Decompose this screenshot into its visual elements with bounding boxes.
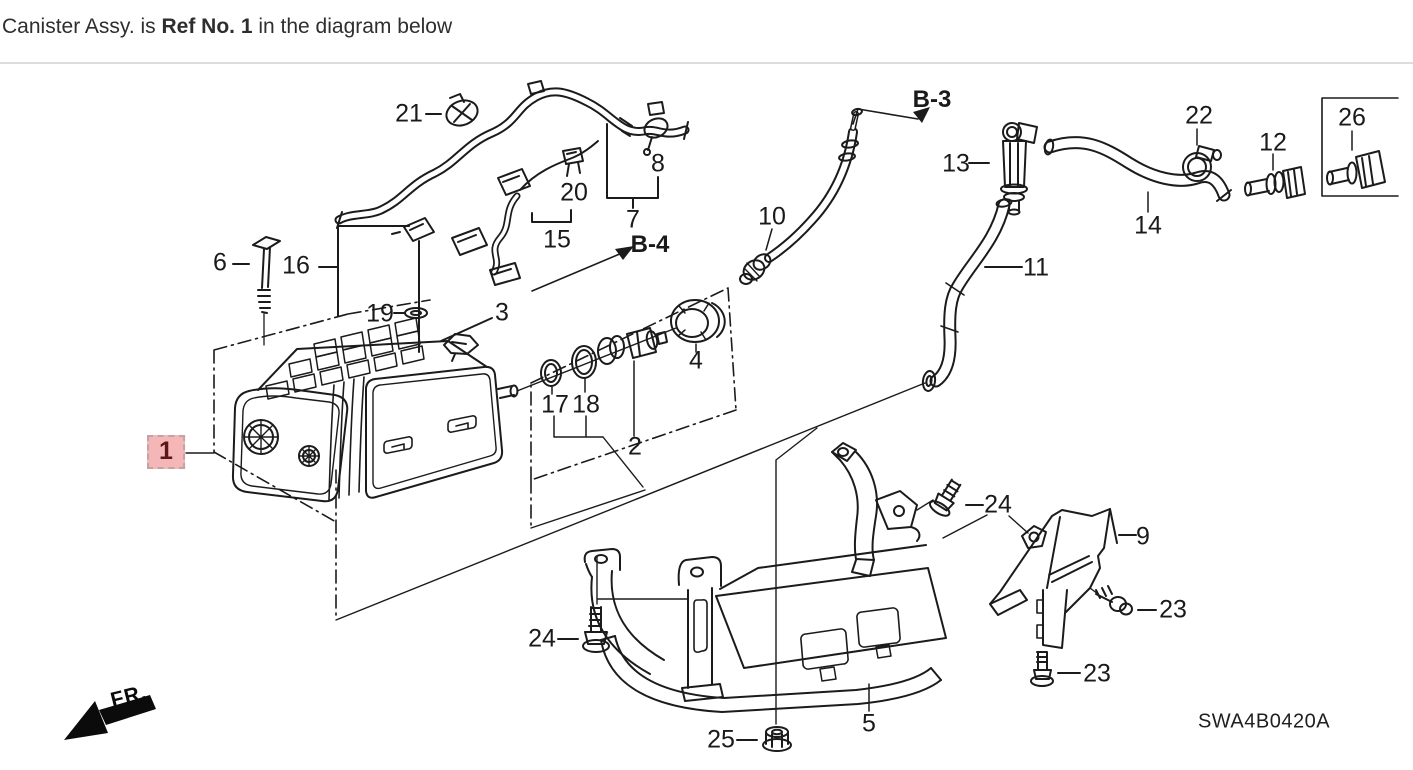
cover-9-drawing: [989, 508, 1137, 649]
part-label-15[interactable]: 15: [543, 225, 571, 254]
tube-11-drawing: [921, 198, 1023, 392]
clip-20-drawing: [562, 147, 584, 177]
part-label-9[interactable]: 9: [1136, 522, 1150, 551]
hose-14-drawing: [1043, 136, 1232, 213]
cap-4-drawing: [670, 299, 726, 353]
valve-2-drawing: [597, 327, 668, 437]
ref-label-b3[interactable]: B-3: [912, 86, 952, 113]
part-label-23-upper[interactable]: 23: [1159, 595, 1187, 624]
part-label-19[interactable]: 19: [366, 299, 394, 328]
part-label-21[interactable]: 21: [395, 99, 423, 128]
nut-25-drawing: [736, 726, 792, 752]
fr-direction-arrow: [64, 695, 156, 740]
clamp-22-drawing: [1182, 128, 1222, 182]
part-label-8[interactable]: 8: [651, 149, 665, 178]
hose-10-drawing: [739, 107, 863, 285]
clip-3-drawing: [440, 317, 493, 362]
part-label-13[interactable]: 13: [942, 149, 970, 178]
bolt-23-lower-drawing: [1030, 651, 1081, 687]
ref-label-1[interactable]: 1: [147, 435, 185, 469]
construction-lines: [185, 327, 926, 725]
purge-hose-7-drawing: [334, 80, 690, 229]
part-label-23-lower[interactable]: 23: [1083, 659, 1111, 688]
clip-21-drawing: [425, 93, 479, 127]
figure-caption: Canister Assy. is Ref No. 1 in the diagr…: [2, 15, 452, 39]
reference-dash-lines: [213, 287, 737, 621]
part-label-14[interactable]: 14: [1134, 211, 1162, 240]
part-label-17[interactable]: 17: [541, 390, 569, 419]
part-label-24-left[interactable]: 24: [528, 624, 556, 653]
grommet-19-drawing: [393, 307, 428, 319]
part-label-5[interactable]: 5: [862, 709, 876, 738]
b3-arrow: [852, 107, 930, 125]
orings-17-18-drawing: [540, 345, 604, 438]
bolt-24-left-drawing: [557, 606, 610, 653]
sensor-8-drawing: [606, 101, 669, 209]
part-label-7[interactable]: 7: [626, 205, 640, 234]
part-label-25[interactable]: 25: [707, 725, 735, 754]
harness-15-drawing: [451, 140, 599, 286]
caption-divider: [0, 62, 1413, 64]
part-label-2[interactable]: 2: [628, 432, 642, 461]
part-label-12[interactable]: 12: [1259, 128, 1287, 157]
part-label-3[interactable]: 3: [495, 298, 509, 327]
part-label-4[interactable]: 4: [689, 346, 703, 375]
part-label-26[interactable]: 26: [1338, 103, 1366, 132]
caption-prefix: Canister Assy. is: [2, 15, 162, 38]
part-label-11[interactable]: 11: [1023, 253, 1049, 282]
stay-arm-drawing: [831, 442, 934, 577]
canister-assembly-drawing: [231, 317, 519, 503]
bolt-6-drawing: [232, 236, 281, 346]
diagram-code: SWA4B0420A: [1197, 710, 1331, 733]
part-label-22[interactable]: 22: [1185, 101, 1213, 130]
part-label-24-right[interactable]: 24: [984, 490, 1012, 519]
joint-12-drawing: [1244, 153, 1306, 199]
ref-label-b4[interactable]: B-4: [630, 231, 670, 258]
part-label-20[interactable]: 20: [560, 178, 588, 207]
caption-suffix: in the diagram below: [252, 15, 453, 38]
bolt-23-upper-drawing: [1089, 585, 1157, 616]
part-label-6[interactable]: 6: [213, 248, 227, 277]
part-label-18[interactable]: 18: [572, 390, 600, 419]
caption-ref-no: Ref No. 1: [161, 15, 253, 38]
part-label-16[interactable]: 16: [282, 251, 310, 280]
part-label-10[interactable]: 10: [758, 202, 786, 231]
joint-26-drawing: [1321, 97, 1399, 197]
b4-arrow: [531, 246, 634, 292]
bracket-5-drawing: [583, 544, 947, 713]
